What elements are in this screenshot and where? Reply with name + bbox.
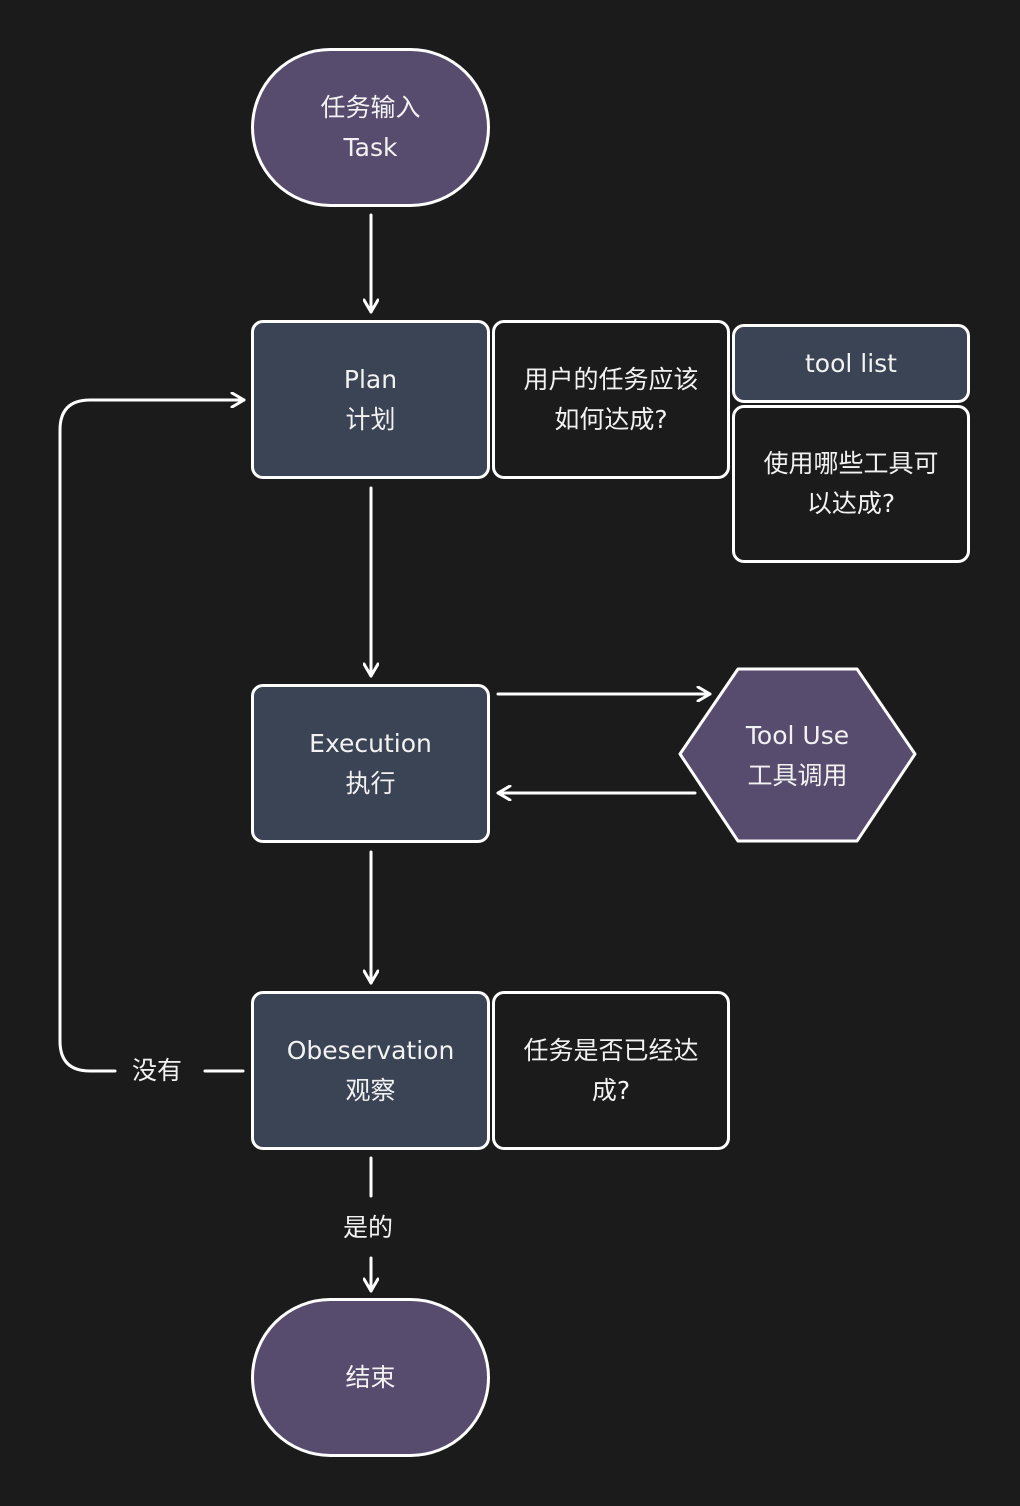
tool-use-node bbox=[678, 667, 917, 843]
execution-node: Execution 执行 bbox=[251, 684, 490, 843]
plan-label-zh: 计划 bbox=[345, 404, 396, 434]
tool-use-hexagon bbox=[678, 667, 917, 843]
tool-note-line1: 使用哪些工具可 bbox=[763, 449, 939, 478]
edge-label-yes: 是的 bbox=[337, 1211, 400, 1245]
tool-use-label-en: Tool Use bbox=[745, 720, 850, 750]
start-node: 任务输入 Task bbox=[251, 48, 490, 207]
observation-node: Obeservation 观察 bbox=[251, 991, 490, 1150]
edge-label-no: 没有 bbox=[126, 1054, 189, 1088]
tool-use-label: Tool Use 工具调用 bbox=[680, 668, 915, 843]
plan-note-line2: 如何达成? bbox=[554, 404, 668, 434]
observation-label-en: Obeservation bbox=[286, 1035, 455, 1065]
tool-note-line2: 以达成? bbox=[806, 489, 896, 518]
observation-note-line1: 任务是否已经达 bbox=[523, 1035, 699, 1065]
plan-note: 用户的任务应该 如何达成? bbox=[492, 320, 730, 479]
edge-loop-no-back bbox=[58, 400, 246, 1073]
tool-list-node: tool list bbox=[732, 324, 970, 403]
observation-note: 任务是否已经达 成? bbox=[492, 991, 730, 1150]
start-label-zh: 任务输入 bbox=[320, 92, 421, 122]
execution-label-zh: 执行 bbox=[345, 768, 396, 798]
observation-label-zh: 观察 bbox=[345, 1075, 396, 1105]
plan-note-line1: 用户的任务应该 bbox=[523, 364, 699, 394]
end-label: 结束 bbox=[345, 1362, 396, 1392]
tool-note: 使用哪些工具可 以达成? bbox=[732, 405, 970, 563]
tool-list-label: tool list bbox=[804, 348, 897, 378]
observation-note-line2: 成? bbox=[591, 1075, 631, 1105]
end-node: 结束 bbox=[251, 1298, 490, 1457]
start-label-en: Task bbox=[343, 132, 398, 162]
plan-node: Plan 计划 bbox=[251, 320, 490, 479]
plan-label-en: Plan bbox=[343, 364, 398, 394]
tool-use-label-zh: 工具调用 bbox=[747, 760, 848, 790]
execution-label-en: Execution bbox=[309, 728, 432, 758]
